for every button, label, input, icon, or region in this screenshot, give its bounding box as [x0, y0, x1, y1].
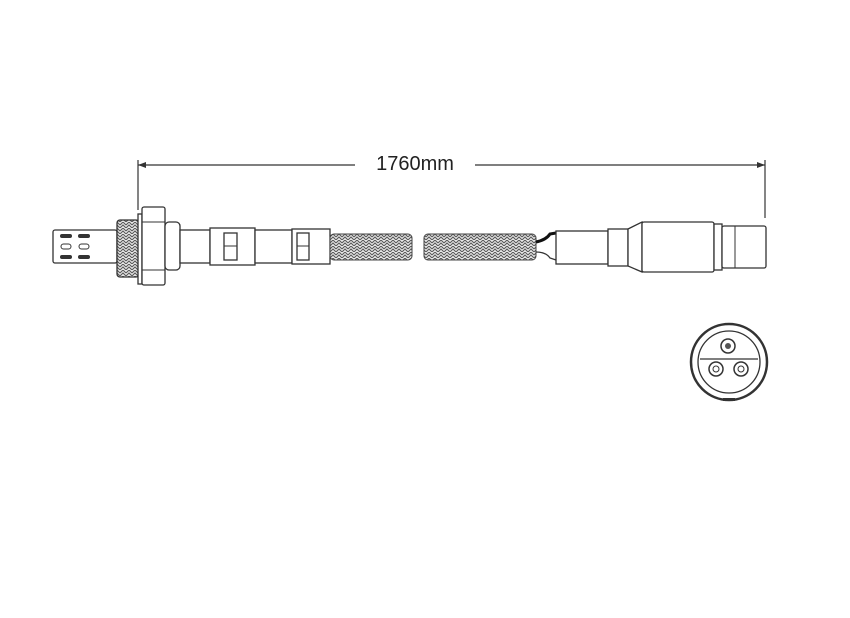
- length-dimension-label: 1760mm: [355, 153, 475, 176]
- braided-cable: [329, 233, 537, 261]
- sensor-body: [179, 227, 331, 266]
- hex-nut: [141, 206, 166, 286]
- thread: [116, 213, 143, 285]
- wires: [535, 231, 557, 261]
- sensor-tip: [52, 229, 118, 264]
- connector-end-view: [689, 322, 769, 402]
- connector: [555, 220, 767, 273]
